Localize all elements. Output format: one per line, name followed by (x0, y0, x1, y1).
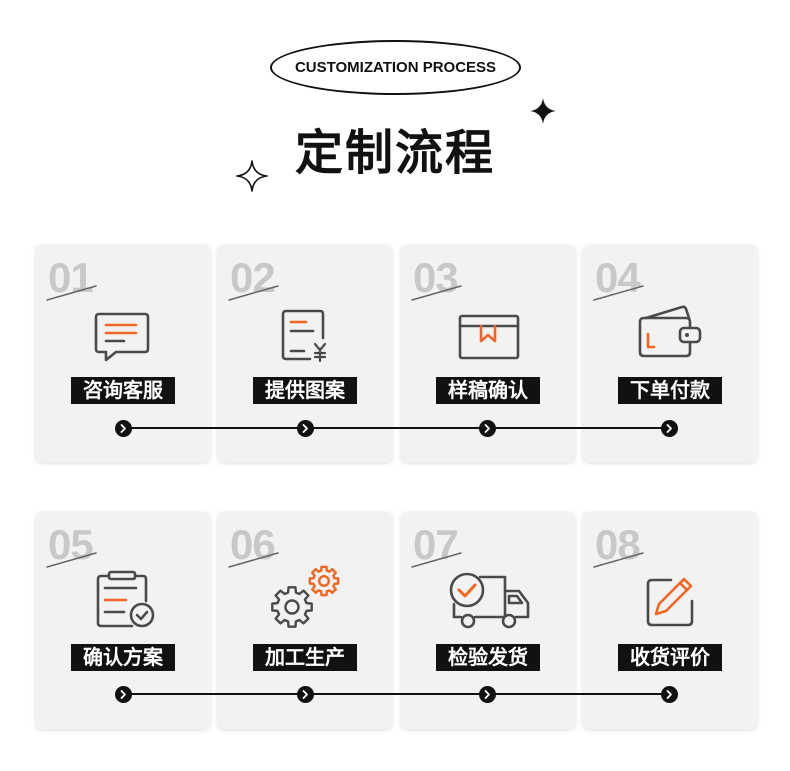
number-divider-line (411, 285, 462, 301)
step-label: 确认方案 (71, 644, 175, 671)
step-card: 01 咨询客服 (36, 245, 210, 462)
step-number: 02 (230, 254, 276, 301)
step-label: 咨询客服 (71, 377, 175, 404)
step-number: 08 (595, 521, 641, 568)
number-divider-line (46, 285, 97, 301)
clipboard-check-icon (96, 570, 155, 628)
number-divider-line (593, 552, 644, 568)
step-number: 07 (413, 521, 459, 568)
chevron-right-circle-icon (114, 685, 132, 703)
edit-pencil-icon (646, 577, 694, 627)
step-number: 03 (413, 254, 459, 301)
step-number: 01 (48, 254, 94, 301)
step-card: 05 确认方案 (36, 512, 210, 729)
number-divider-line (593, 285, 644, 301)
step-number: 04 (595, 254, 641, 301)
document-yen-icon (281, 309, 327, 363)
star-outline-icon (236, 160, 268, 192)
chevron-right-circle-icon (660, 419, 678, 437)
step-label: 加工生产 (253, 644, 357, 671)
star-filled-icon (530, 98, 556, 124)
chevron-right-circle-icon (478, 419, 496, 437)
step-label: 下单付款 (618, 377, 722, 404)
package-box-icon (458, 314, 520, 360)
connector-line (123, 693, 669, 695)
chevron-right-circle-icon (296, 419, 314, 437)
page-title: 定制流程 (294, 125, 495, 181)
step-label: 检验发货 (436, 644, 540, 671)
delivery-truck-icon (449, 572, 530, 629)
step-label: 样稿确认 (436, 377, 540, 404)
step-number: 06 (230, 521, 276, 568)
number-divider-line (411, 552, 462, 568)
step-label: 收货评价 (618, 644, 722, 671)
chevron-right-circle-icon (478, 685, 496, 703)
wallet-icon (638, 305, 702, 358)
connector-line (123, 427, 669, 429)
chevron-right-circle-icon (296, 685, 314, 703)
chat-bubble-icon (94, 312, 150, 362)
gears-icon (271, 565, 340, 628)
chevron-right-circle-icon (660, 685, 678, 703)
subtitle-oval: CUSTOMIZATION PROCESS (270, 40, 521, 95)
step-number: 05 (48, 521, 94, 568)
number-divider-line (228, 552, 279, 568)
number-divider-line (46, 552, 97, 568)
number-divider-line (228, 285, 279, 301)
chevron-right-circle-icon (114, 419, 132, 437)
step-label: 提供图案 (253, 377, 357, 404)
subtitle-text: CUSTOMIZATION PROCESS (294, 59, 497, 76)
